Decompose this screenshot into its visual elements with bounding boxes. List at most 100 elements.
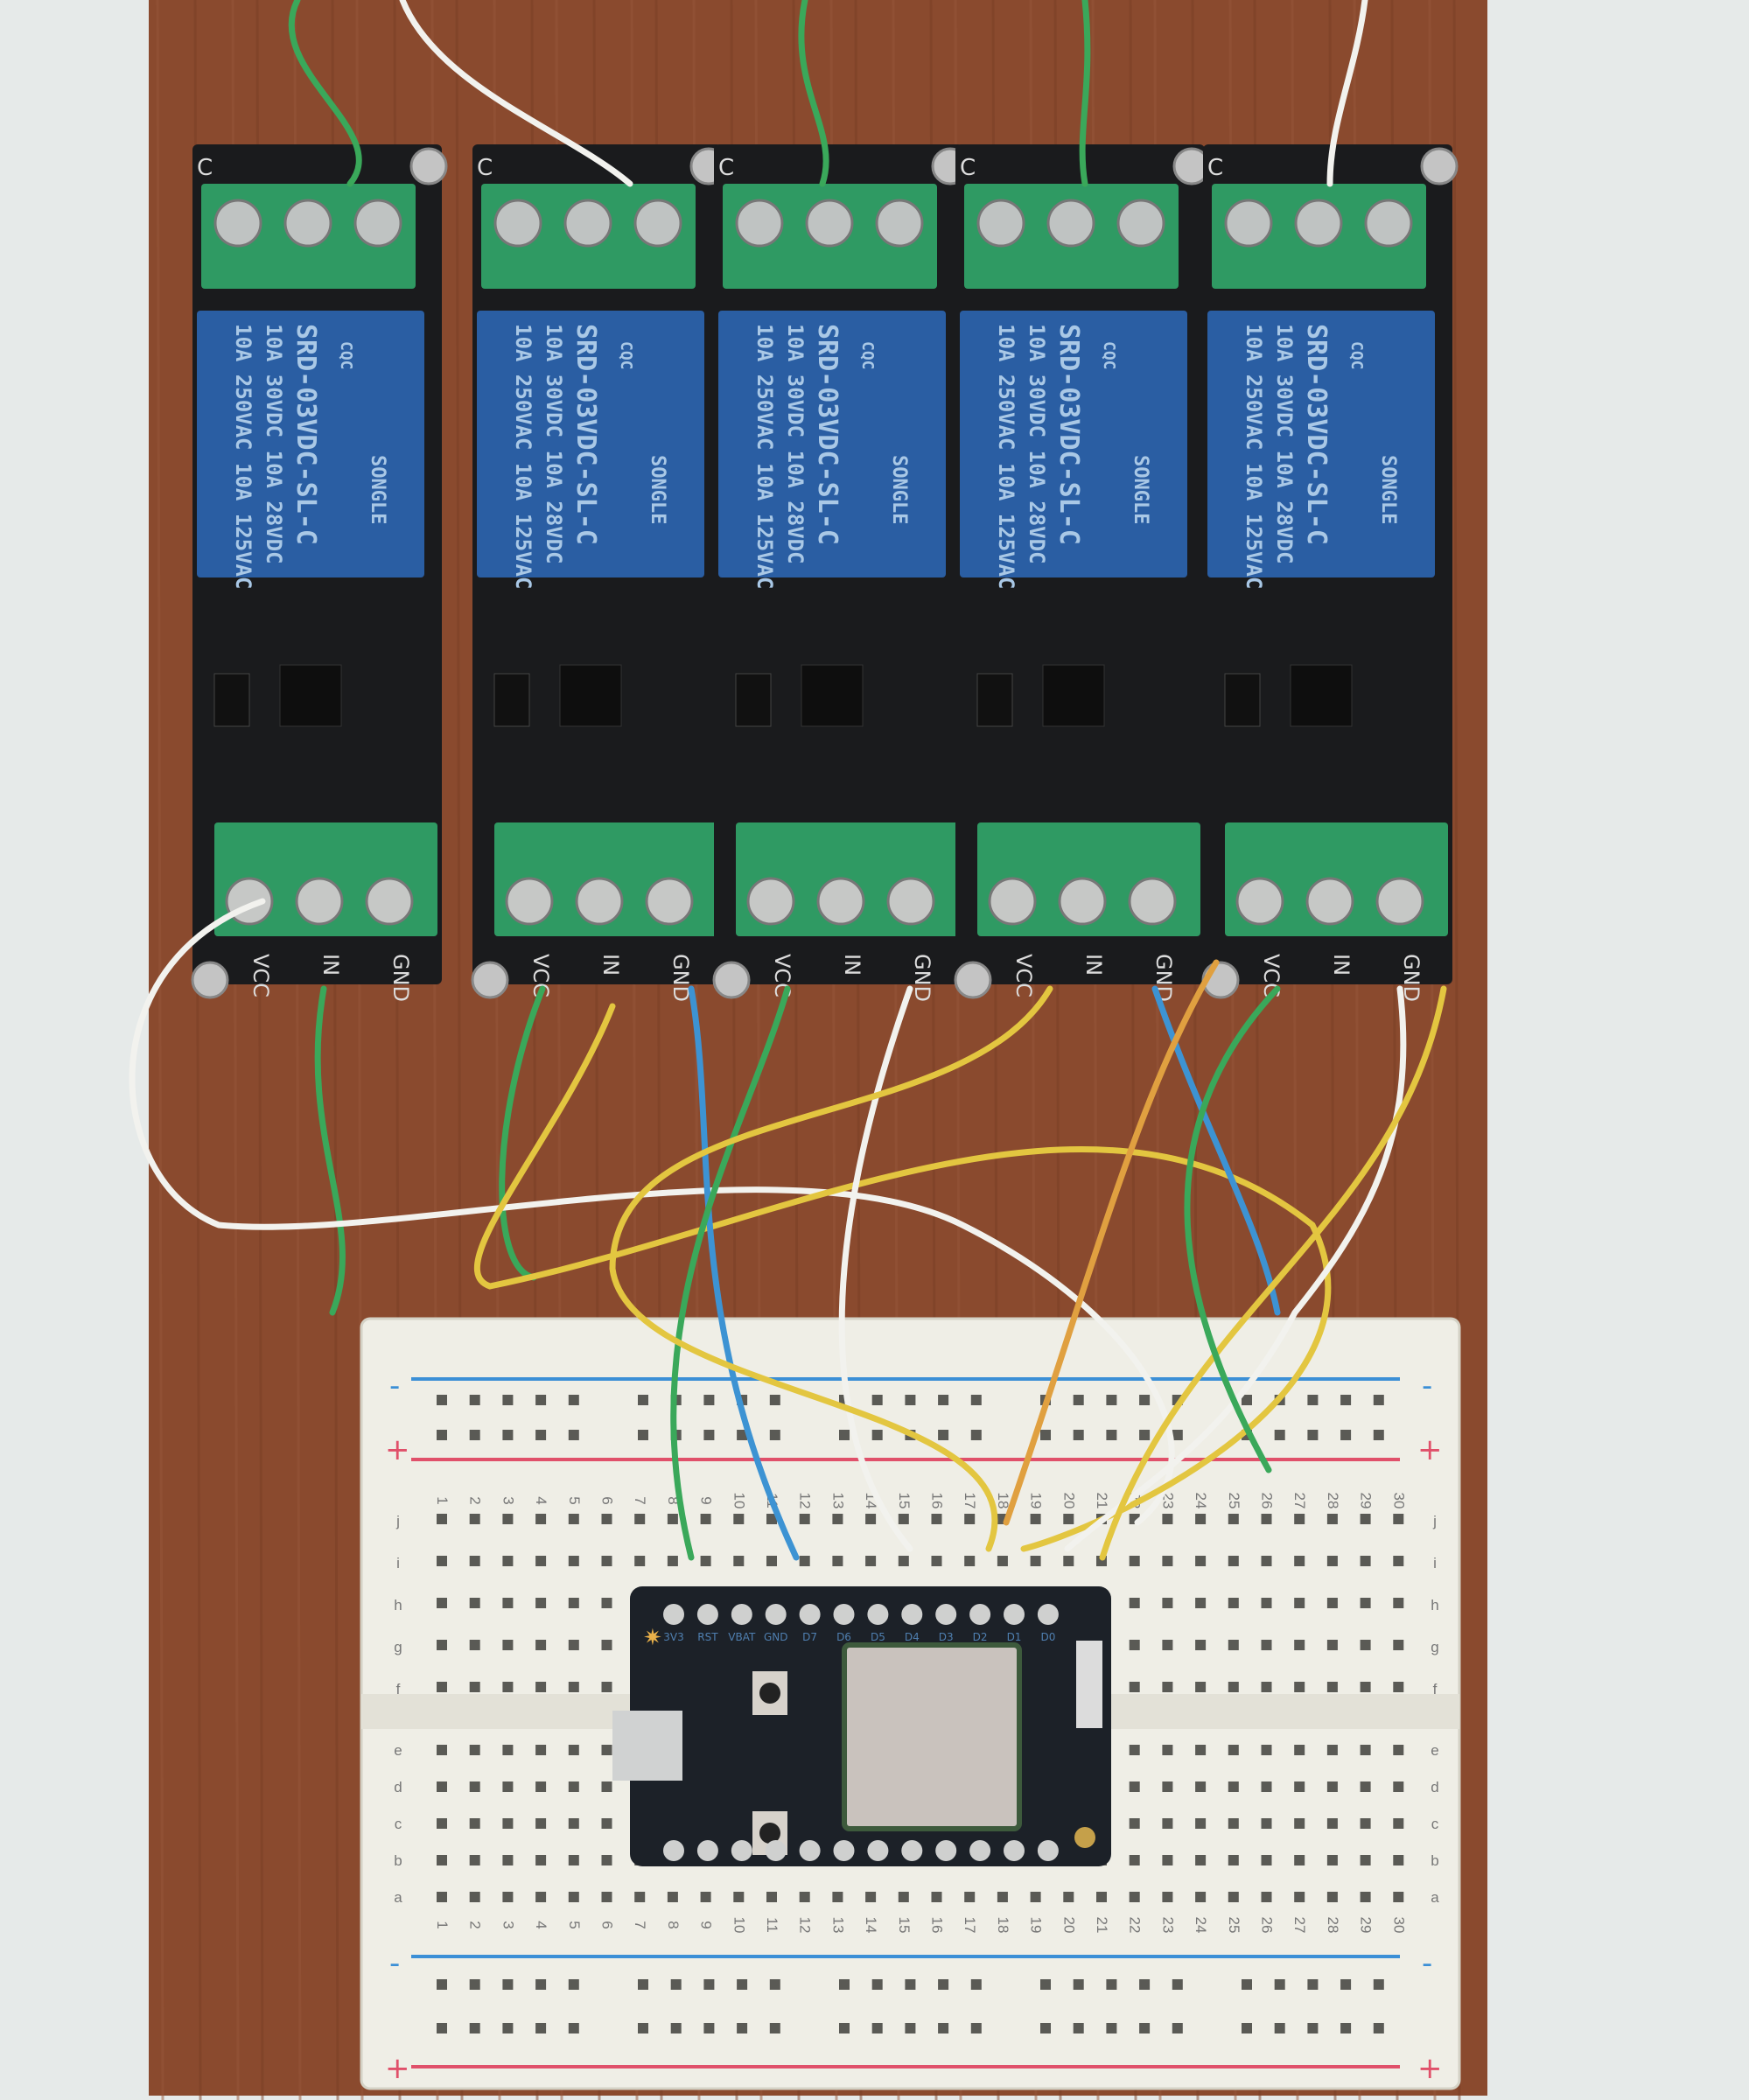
terminal-screw-icon [365,877,414,926]
breadboard-hole [568,1640,579,1650]
breadboard-hole [1360,1782,1371,1792]
breadboard-hole [1326,1682,1338,1692]
rail-hole [905,1395,916,1405]
breadboard-hole [931,1556,942,1566]
breadboard-hole [1393,1556,1404,1566]
relay-top-pin-label: C [197,155,213,181]
jumper-wire-14 [288,0,362,187]
terminal-screw-icon [805,199,854,248]
rail-hole [502,1395,514,1405]
optocoupler-chip [559,664,622,727]
breadboard-hole [1393,1745,1404,1755]
column-number-bottom: 14 [863,1917,879,1934]
relay-rating-2: 10A 30VDC 10A 28VDC [542,324,566,564]
column-number-bottom: 29 [1358,1917,1375,1934]
breadboard-hole [733,1556,745,1566]
terminal-screw-icon [645,877,694,926]
breadboard-hole [437,1782,447,1792]
reset-button-cap[interactable] [759,1683,780,1704]
breadboard-hole [1326,1556,1338,1566]
breadboard-hole [733,1514,745,1524]
rail-hole [568,2023,579,2034]
row-label-left: a [394,1889,402,1906]
relay-rating-2: 10A 30VDC 10A 28VDC [262,324,286,564]
mounting-screw-icon [409,147,448,186]
relay-rating-1: 10A 250VAC 10A 125VAC [231,324,255,589]
pin-label: D6 [836,1631,851,1643]
breadboard-hole [1261,1556,1272,1566]
rail-hole [1106,1395,1117,1405]
row-label-left: g [394,1639,402,1656]
breadboard-hole [964,1514,976,1524]
breadboard-hole [667,1514,678,1524]
relay-pin-label-in: IN [1329,954,1354,976]
header-pin-bottom [833,1840,855,1861]
breadboard-hole [1294,1745,1305,1755]
header-pin-bottom [765,1840,787,1861]
usb-port[interactable] [612,1711,682,1781]
terminal-screw-icon [746,877,795,926]
column-number-top: 15 [896,1493,913,1509]
breadboard-hole [1195,1818,1207,1829]
breadboard-hole [469,1782,480,1792]
breadboard-hole [634,1514,646,1524]
relay-model: SRD-03VDC-SL-C [570,324,601,545]
breadboard-hole [931,1892,942,1902]
rail-hole [1307,1395,1319,1405]
antenna-connector [1074,1827,1095,1848]
wifi-module [842,1642,1022,1831]
column-number-top: 5 [566,1496,583,1504]
rail-minus-label-top-left: - [389,1368,400,1404]
column-number-bottom: 6 [599,1921,616,1928]
column-number-bottom: 24 [1193,1917,1209,1934]
breadboard-hole [1294,1598,1305,1608]
breadboard-hole [1294,1855,1305,1866]
row-label-left: h [394,1597,402,1614]
breadboard-hole [634,1892,646,1902]
jumper-wire-11 [1099,985,1447,1561]
relay-body [197,311,424,578]
breadboard-hole [1360,1598,1371,1608]
setup-button-cap[interactable] [759,1823,780,1844]
header-pin-bottom [799,1840,821,1861]
header-pin-top [1004,1604,1025,1625]
breadboard-hole [1195,1556,1207,1566]
breadboard-hole [1162,1782,1173,1792]
terminal-screw-icon [1116,199,1165,248]
relay-pin-label-in: IN [318,954,343,976]
rail-hole [437,2023,447,2034]
optocoupler-chip [279,664,342,727]
breadboard-hole [865,1514,877,1524]
breadboard-hole [437,1818,447,1829]
rail-hole [535,2023,547,2034]
header-pin-top [867,1604,889,1625]
pin-label: GND [764,1631,788,1643]
column-number-bottom: 16 [929,1917,946,1934]
relay-pin-label-vcc: VCC [248,954,273,998]
breadboard-hole [799,1556,810,1566]
rail-hole [871,1430,883,1440]
mounting-screw-icon [954,961,992,999]
breadboard-hole [535,1855,547,1866]
breadboard-hole [1030,1892,1041,1902]
terminal-screw-icon [505,877,554,926]
breadboard-hole [437,1556,447,1566]
terminal-screw-icon [633,199,682,248]
relay-pin-label-vcc: VCC [770,954,794,998]
relay-body [718,311,946,578]
header-pin-bottom [663,1840,684,1861]
relay-rating-1: 10A 250VAC 10A 125VAC [511,324,535,589]
breadboard-hole [601,1598,612,1608]
rail-hole [938,1395,949,1405]
rail-hole [1274,2023,1285,2034]
breadboard-hole [568,1745,579,1755]
header-pin-top [935,1604,957,1625]
breadboard-hole [568,1514,579,1524]
breadboard-hole [832,1556,843,1566]
header-pin-top [901,1604,923,1625]
rail-hole [703,1430,715,1440]
jumper-wire-8 [609,985,1053,1552]
breadboard-hole [437,1745,447,1755]
